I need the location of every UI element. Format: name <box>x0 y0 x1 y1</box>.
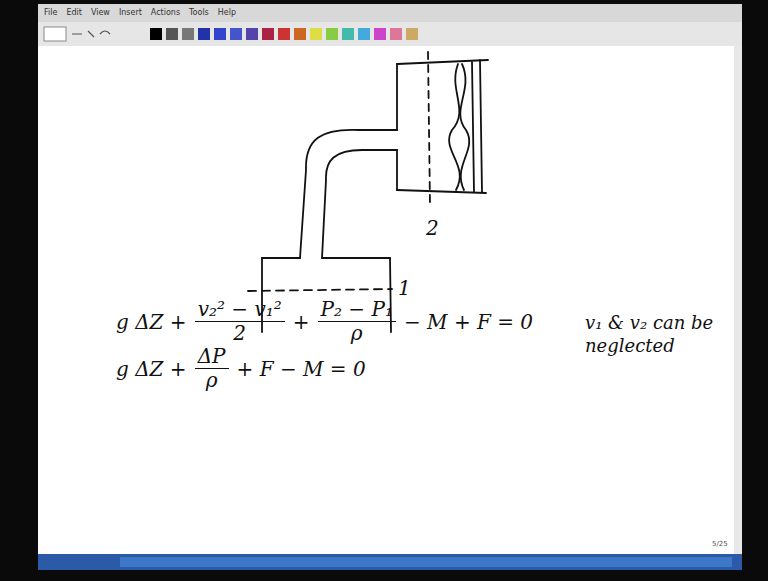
fraction: P₂ − P₁ρ <box>318 298 396 345</box>
equation-term: g ΔZ + <box>116 310 187 334</box>
equation-term: + F − M = 0 <box>237 357 366 381</box>
fraction: ΔPρ <box>195 345 229 392</box>
equation-term: + <box>293 310 310 334</box>
menu-item: Actions <box>151 8 180 17</box>
energy-equation: g ΔZ + ΔPρ + F − M = 0 <box>112 345 370 392</box>
numerator: v₂² − v₁² <box>195 298 285 322</box>
menu-item: View <box>91 8 110 17</box>
note-text: v₁ & v₂ can be neglected <box>585 312 735 357</box>
numerator: P₂ − P₁ <box>318 298 396 322</box>
menu-item: Help <box>218 8 236 17</box>
menu-item: Insert <box>119 8 142 17</box>
menu-item: Edit <box>66 8 82 17</box>
section-number: 1 <box>398 276 411 300</box>
denominator: ρ <box>203 369 221 392</box>
equation-term: g ΔZ + <box>116 357 187 381</box>
denominator: 2 <box>230 322 249 345</box>
menu-item: File <box>44 8 57 17</box>
menu-item: Tools <box>189 8 209 17</box>
fraction: v₂² − v₁²2 <box>195 298 285 345</box>
page-number: 5/25 <box>712 540 728 548</box>
equation-term: − M + F = 0 <box>404 310 533 334</box>
denominator: ρ <box>348 322 366 345</box>
numerator: ΔP <box>195 345 229 369</box>
energy-equation: g ΔZ + v₂² − v₁²2 + P₂ − P₁ρ − M + F = 0 <box>112 298 537 345</box>
section-number: 2 <box>426 216 439 240</box>
